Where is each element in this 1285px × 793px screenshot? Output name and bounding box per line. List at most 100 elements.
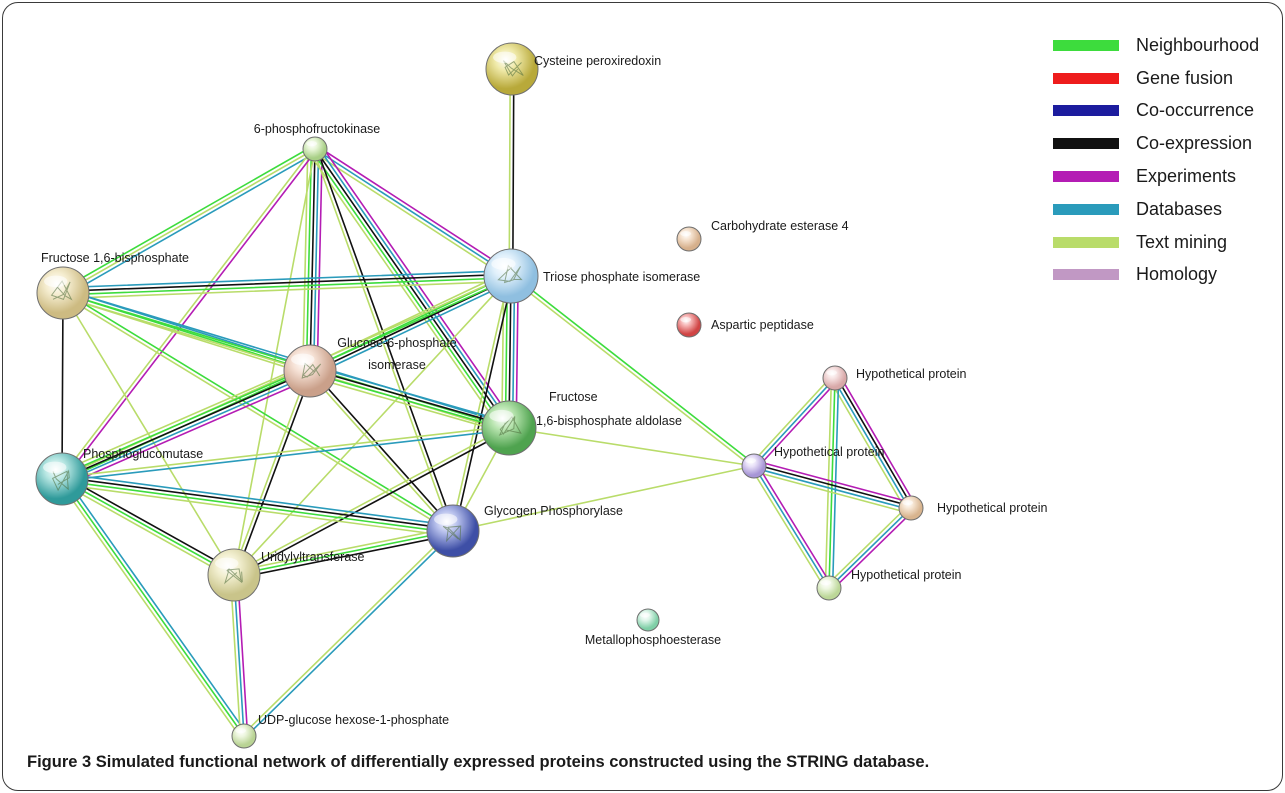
edge-line-experiments: [62, 149, 318, 481]
edge-line-co-expression: [835, 376, 914, 508]
labels-layer: Cysteine peroxiredoxin6-phosphofructokin…: [41, 54, 1048, 727]
node-label-h3: Hypothetical protein: [937, 501, 1048, 515]
edge-line-text-mining: [450, 274, 511, 532]
edge-line-co-expression: [62, 475, 237, 573]
node-h3[interactable]: [898, 495, 924, 521]
edge-line-text-mining: [508, 68, 512, 277]
edge-pfk-tpi: [312, 145, 514, 280]
node-gloss: [902, 499, 914, 506]
edge-line-neighbourhood: [511, 273, 756, 466]
edge-line-databases: [310, 365, 512, 424]
edge-line-co-expression: [61, 292, 64, 480]
node-g6p[interactable]: [283, 344, 337, 398]
edge-line-neighbourhood: [63, 290, 455, 531]
node-fba[interactable]: [481, 400, 537, 456]
node-label-h1: Hypothetical protein: [856, 367, 967, 381]
edge-gp-h2: [452, 465, 755, 532]
edge-line-experiments: [830, 509, 915, 592]
edge-line-neighbourhood: [60, 145, 315, 291]
node-gloss: [745, 457, 757, 464]
edge-line-text-mining: [312, 151, 510, 280]
node-met[interactable]: [636, 608, 660, 632]
edge-line-databases: [831, 377, 840, 589]
node-sphere: [822, 365, 848, 391]
edge-line-text-mining: [825, 504, 910, 587]
legend-item-homology: Homology: [1053, 259, 1259, 292]
edge-cys-tpi: [508, 68, 515, 277]
node-label-pgm: Phosphoglucomutase: [83, 447, 203, 461]
node-uri[interactable]: [207, 548, 261, 602]
node-pfk[interactable]: [302, 136, 328, 162]
legend-swatch: [1053, 138, 1119, 150]
edge-fba-pgm: [60, 425, 511, 482]
evidence-legend: Neighbourhood Gene fusion Co-occurrence …: [1053, 29, 1259, 291]
node-h2[interactable]: [741, 453, 767, 479]
edge-line-text-mining: [312, 148, 453, 533]
legend-item-text-mining: Text mining: [1053, 226, 1259, 259]
legend-item-gene-fusion: Gene fusion: [1053, 62, 1259, 95]
node-sphere: [426, 504, 480, 558]
edge-fbp-g6p: [61, 288, 312, 376]
edge-line-text-mining: [232, 425, 509, 575]
edge-pgm-udp: [58, 476, 248, 739]
node-sphere: [816, 575, 842, 601]
edge-fbp-pgm: [61, 292, 64, 480]
edge-line-text-mining: [750, 374, 834, 465]
node-gloss: [493, 51, 517, 64]
edge-line-neighbourhood: [308, 371, 510, 431]
node-label-ce4: Carbohydrate esterase 4: [711, 219, 849, 233]
edge-line-experiments: [754, 459, 914, 504]
node-gloss: [235, 727, 247, 734]
edge-line-databases: [314, 148, 512, 277]
node-tpi[interactable]: [483, 248, 539, 304]
node-gloss: [434, 513, 458, 526]
node-asp[interactable]: [676, 312, 702, 338]
legend-swatch: [1053, 171, 1119, 183]
legend-swatch: [1053, 105, 1119, 117]
legend-swatch: [1053, 39, 1119, 51]
edge-line-text-mining: [307, 371, 453, 533]
node-ce4[interactable]: [676, 226, 702, 252]
edge-line-co-expression: [61, 476, 455, 531]
node-pgm[interactable]: [35, 452, 89, 506]
edge-line-neighbourhood: [311, 150, 507, 431]
edge-g6p-gp: [307, 369, 456, 533]
edge-pfk-pgm: [59, 147, 318, 481]
edge-pgm-uri: [59, 475, 237, 579]
edge-gp-uri: [232, 526, 455, 580]
edge-g6p-fba: [307, 365, 512, 434]
protein-network: Cysteine peroxiredoxin6-phosphofructokin…: [35, 42, 1048, 749]
node-gloss: [44, 275, 68, 288]
node-udp[interactable]: [231, 723, 257, 749]
legend-label: Co-expression: [1136, 133, 1253, 154]
edge-line-co-expression: [453, 275, 514, 533]
edge-line-text-mining: [233, 275, 512, 576]
edge-line-neighbourhood: [59, 366, 310, 477]
edge-line-neighbourhood: [233, 530, 454, 576]
edge-line-experiments: [64, 376, 314, 487]
protein-structure-icon: [51, 469, 70, 492]
node-h4[interactable]: [816, 575, 842, 601]
edge-line-neighbourhood: [60, 479, 454, 534]
node-gloss: [820, 579, 832, 586]
node-gloss: [826, 369, 838, 376]
edge-line-co-expression: [234, 370, 313, 577]
node-sphere: [283, 344, 337, 398]
node-label-gp: Glycogen Phosphorylase: [484, 504, 623, 518]
legend-label: Homology: [1136, 264, 1218, 285]
edge-line-experiments: [236, 573, 249, 737]
edge-h2-h3: [751, 459, 914, 515]
edge-line-neighbourhood: [62, 276, 512, 296]
node-gloss: [491, 257, 516, 270]
node-cys[interactable]: [485, 42, 539, 96]
edge-uri-udp: [229, 573, 249, 738]
node-h1[interactable]: [822, 365, 848, 391]
edge-line-databases: [62, 373, 313, 484]
edge-fbp-gp: [61, 290, 455, 534]
edge-line-text-mining: [829, 379, 908, 512]
node-fbp[interactable]: [36, 266, 90, 320]
node-gp[interactable]: [426, 504, 480, 558]
edge-line-databases: [244, 531, 456, 739]
node-sphere: [676, 226, 702, 252]
edge-line-text-mining: [60, 425, 510, 479]
